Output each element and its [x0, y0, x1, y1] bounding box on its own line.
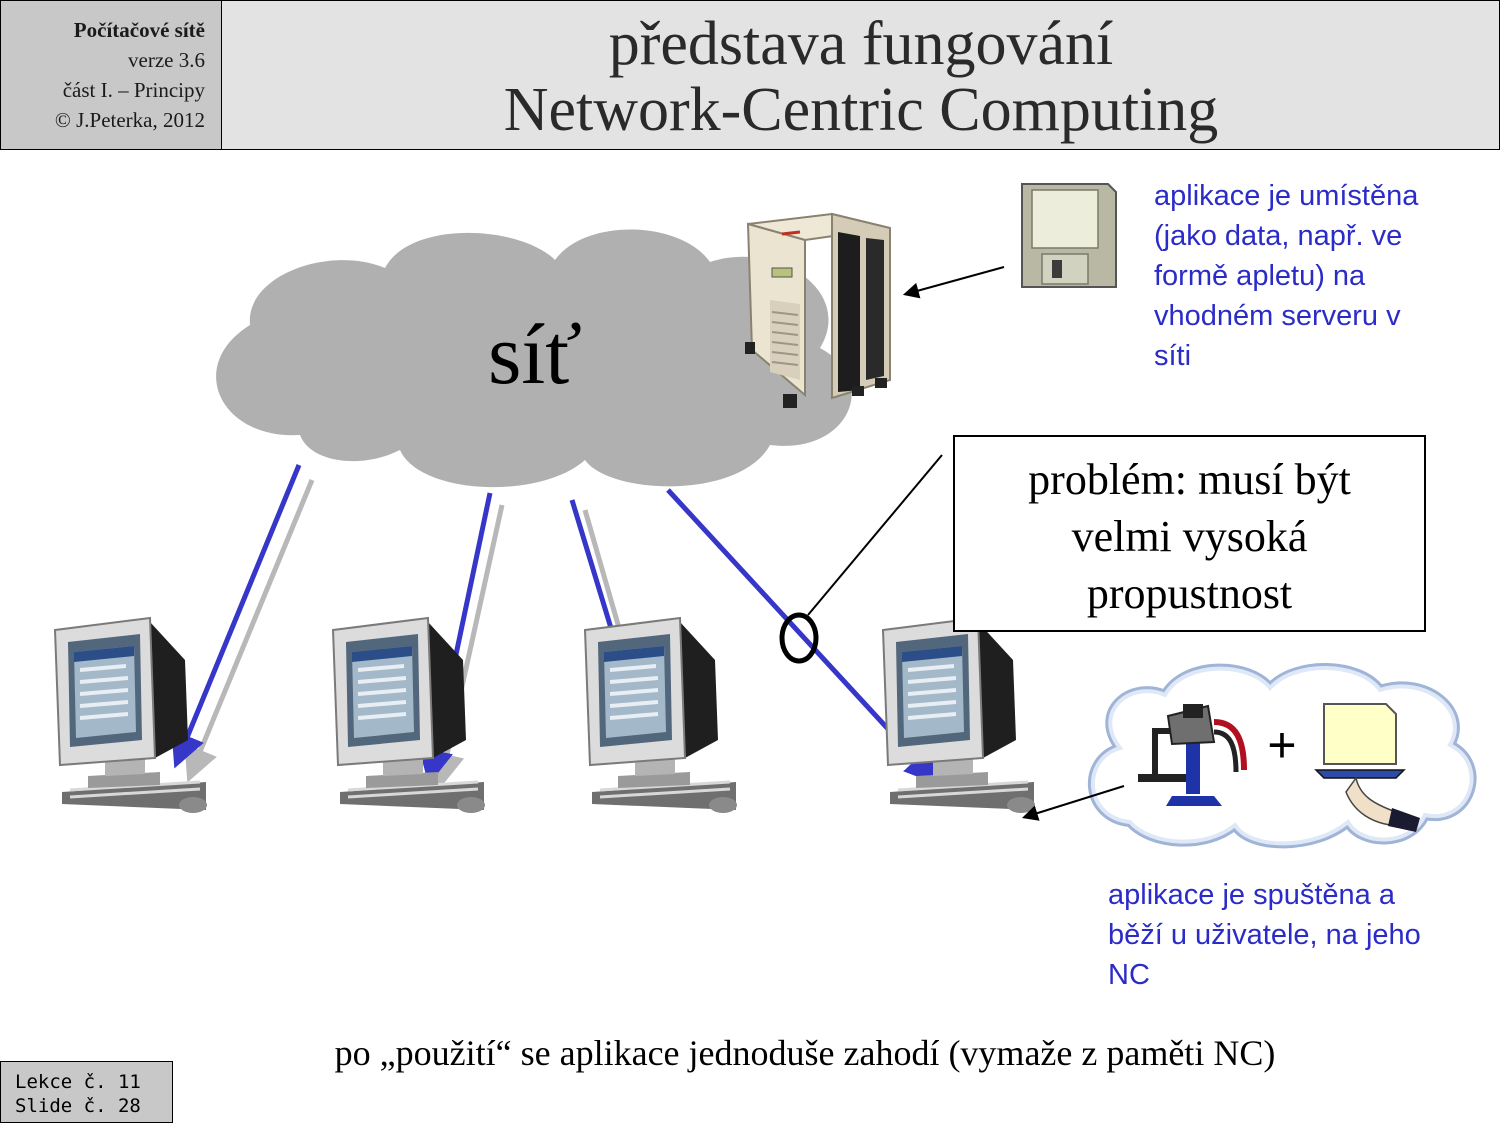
server-icon: [745, 212, 891, 408]
course-name: Počítačové sítě: [73, 18, 205, 42]
computer-icon-4: [881, 616, 1037, 815]
page-title-line2: Network-Centric Computing: [503, 76, 1219, 144]
slide-number-box: Lekce č. 11 Slide č. 28: [0, 1061, 173, 1123]
problem-callout-box: problém: musí být velmi vysoká propustno…: [953, 435, 1426, 632]
server-placement-note: aplikace je umístěna (jako data, např. v…: [1154, 180, 1419, 372]
machine-icon: [1138, 704, 1247, 806]
network-cloud-label: síť: [488, 306, 582, 402]
callout-line: [807, 454, 943, 616]
bandwidth-marker-circle: [779, 612, 819, 664]
network-cloud: [216, 229, 852, 488]
problem-line1: problém: musí být: [1028, 455, 1351, 504]
part-label: část I. – Principy: [62, 78, 205, 102]
arrow-to-pc-1: [171, 464, 315, 783]
lesson-number: Lekce č. 11: [15, 1071, 141, 1093]
computer-icon-1: [53, 616, 209, 815]
problem-line3: propustnost: [1086, 569, 1293, 618]
bottom-caption: po „použití“ se aplikace jednoduše zahod…: [334, 1033, 1276, 1073]
computer-icon-2: [331, 616, 487, 815]
page-title-line1: představa fungování: [608, 10, 1114, 78]
course-info-box: Počítačové sítě verze 3.6 část I. – Prin…: [0, 0, 222, 150]
title-bar: představa fungování Network-Centric Comp…: [222, 0, 1500, 150]
copyright-label: © J.Peterka, 2012: [54, 108, 205, 132]
floppy-to-server-arrow: [902, 266, 1005, 299]
nc-diagram: síť: [53, 183, 1477, 849]
floppy-disk-icon: [1021, 183, 1117, 288]
version-label: verze 3.6: [128, 48, 205, 72]
cloud-to-pc-arrow: [1021, 785, 1125, 821]
plus-sign: +: [1267, 717, 1296, 773]
computer-icon-3: [583, 616, 739, 815]
problem-line2: velmi vysoká: [1071, 512, 1308, 561]
slide-number: Slide č. 28: [15, 1095, 141, 1117]
client-execution-note: aplikace je spuštěna a běží u uživatele,…: [1108, 879, 1421, 991]
document-on-tray-icon: [1314, 703, 1420, 832]
